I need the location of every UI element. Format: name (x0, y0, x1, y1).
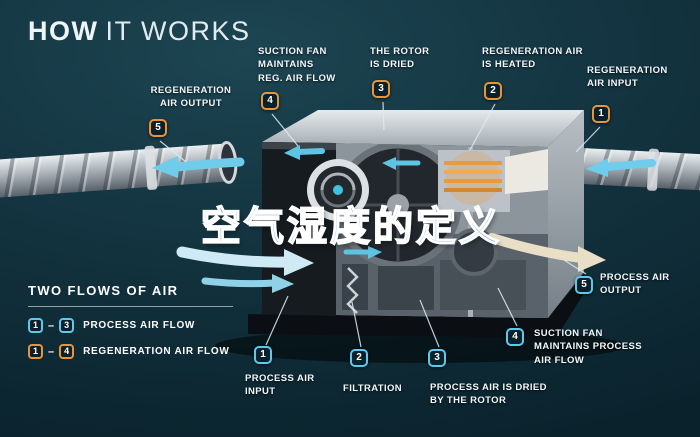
regen-output-arrow (171, 157, 245, 172)
callout-badge-4-suction-fan-process: 4 (506, 328, 524, 346)
legend-badge-process-from: 1 (28, 318, 43, 333)
callout-label-rotor-is-dried: THE ROTOR IS DRIED (370, 46, 430, 71)
heater (438, 150, 510, 212)
duct-left (0, 141, 238, 200)
legend-badge-process-to: 3 (59, 318, 75, 333)
callout-label-regeneration-air-output: REGENERATION AIR OUTPUT (150, 85, 232, 110)
legend-dash: – (48, 319, 55, 332)
callout-badge-2-regen-heated: 2 (484, 82, 502, 100)
process-fan (450, 228, 498, 276)
callout-badge-3-rotor-dried: 3 (372, 80, 390, 98)
callout-badge-3-process-dried: 3 (428, 349, 446, 367)
unit-base (248, 274, 586, 338)
legend-dash: – (48, 345, 55, 358)
title-word-it-works: IT WORKS (105, 16, 251, 46)
callout-label-process-air-dried: PROCESS AIR IS DRIED BY THE ROTOR (430, 382, 547, 407)
outlet-cone (505, 149, 548, 194)
regen-suction-fan (307, 159, 369, 221)
legend-label-regeneration-air-flow: REGENERATION AIR FLOW (83, 346, 230, 357)
legend-label-process-air-flow: PROCESS AIR FLOW (83, 320, 196, 331)
legend-badge-regen-from: 1 (28, 344, 43, 359)
legend-row-process: 1 – 3 PROCESS AIR FLOW (28, 318, 233, 333)
legend-row-regen: 1 – 4 REGENERATION AIR FLOW (28, 344, 233, 359)
chinese-overlay-title: 空气湿度的定义 (200, 203, 502, 251)
callout-badge-2-filtration: 2 (350, 349, 368, 367)
callout-label-regen-air-heated: REGENERATION AIR IS HEATED (482, 46, 583, 71)
legend-divider (28, 306, 233, 307)
callout-label-regeneration-air-input: REGENERATION AIR INPUT (587, 65, 668, 90)
callout-label-suction-fan-process: SUCTION FAN MAINTAINS PROCESS AIR FLOW (534, 328, 642, 366)
title-word-how: HOW (28, 16, 99, 46)
leader-lines (159, 101, 601, 348)
regen-input-arrow (602, 159, 656, 171)
callout-badge-1-regen-input: 1 (592, 105, 610, 123)
process-input-arrow (176, 246, 294, 268)
dehumidifier-unit (248, 110, 586, 338)
process-output-arrow (487, 233, 587, 263)
callout-badge-1-process-input: 1 (254, 346, 272, 364)
unit-top-face (262, 110, 584, 147)
unit-right-face (548, 110, 584, 318)
callout-badge-5-regen-output: 5 (149, 119, 167, 137)
legend-badge-regen-to: 4 (59, 344, 75, 359)
flow-arrows (152, 145, 656, 293)
legend: TWO FLOWS OF AIR 1 – 3 PROCESS AIR FLOW … (28, 283, 233, 370)
callout-label-process-air-output: PROCESS AIR OUTPUT (600, 272, 670, 297)
callout-badge-4-suction-fan-reg: 4 (261, 92, 279, 110)
callout-label-filtration: FILTRATION (343, 383, 403, 394)
callout-label-suction-fan-reg: SUCTION FAN MAINTAINS REG. AIR FLOW (258, 46, 336, 84)
callout-label-process-air-input: PROCESS AIR INPUT (245, 373, 315, 398)
callout-badge-5-process-output: 5 (575, 276, 593, 294)
legend-title: TWO FLOWS OF AIR (28, 283, 179, 298)
filter (342, 264, 368, 314)
